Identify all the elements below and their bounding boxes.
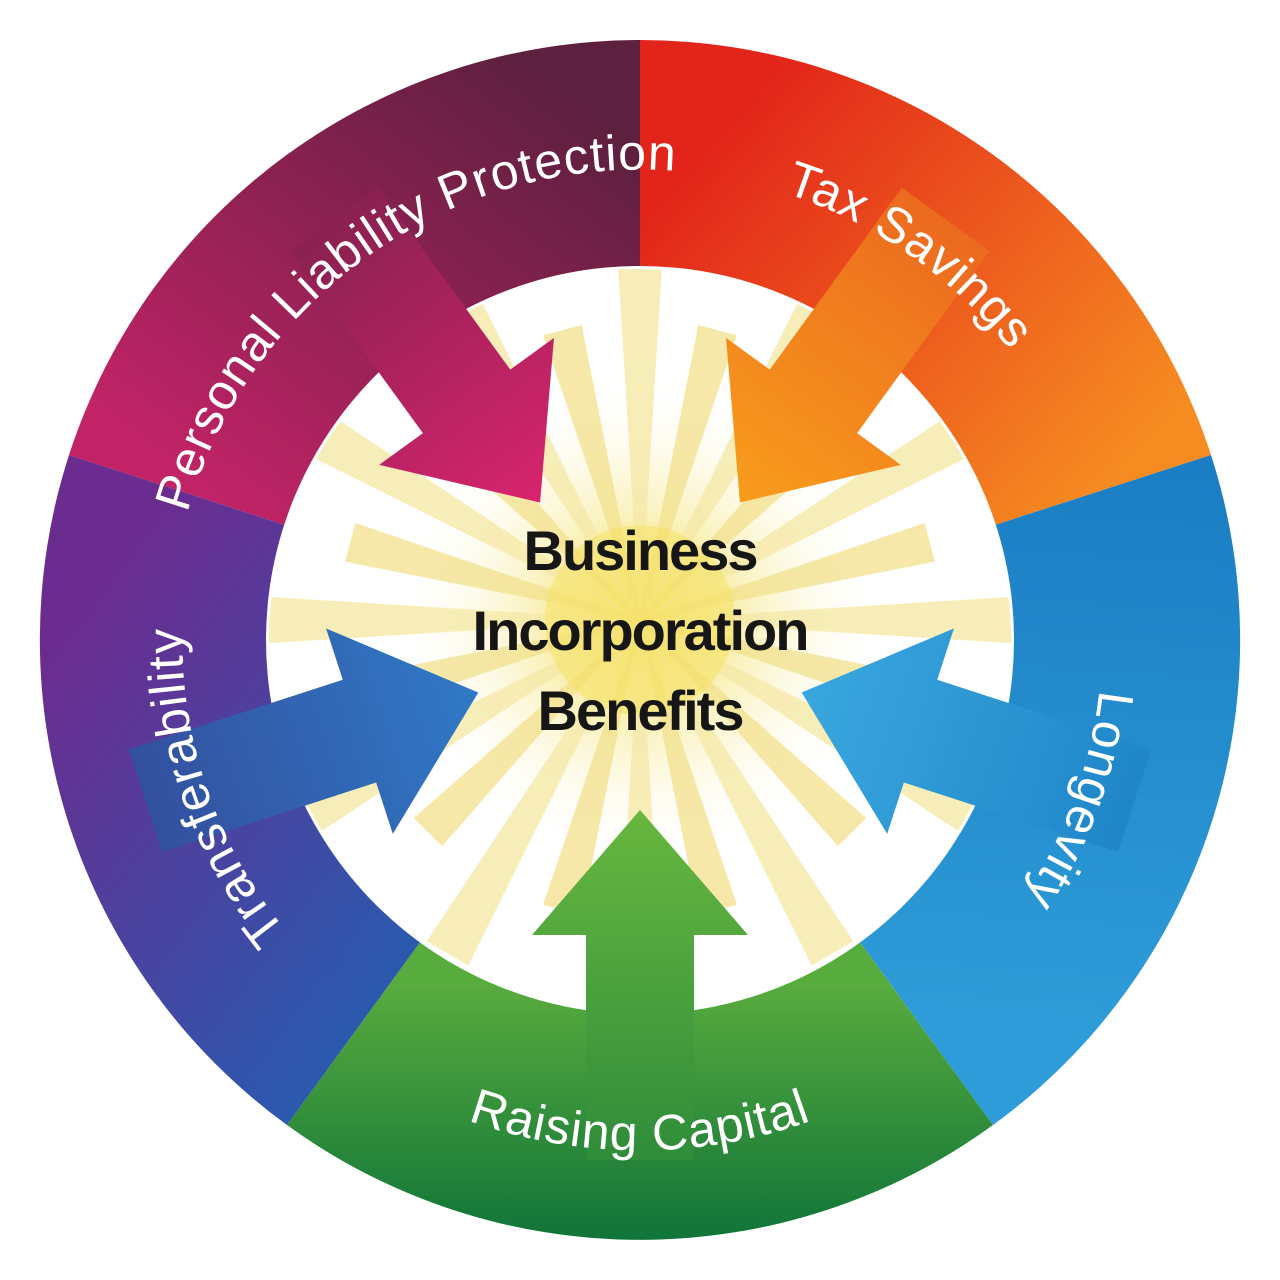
arrow-tax-savings-icon bbox=[726, 187, 990, 503]
center-title: Business Incorporation Benefits bbox=[473, 519, 810, 742]
center-title-line-3: Benefits bbox=[538, 679, 743, 742]
center-title-line-2: Incorporation bbox=[473, 599, 808, 662]
benefit-arrows bbox=[128, 187, 1152, 1160]
arrow-longevity-icon bbox=[801, 628, 1152, 853]
center-title-line-1: Business bbox=[524, 519, 757, 582]
arrow-personal-liability-icon bbox=[290, 187, 554, 503]
arrow-transferability-icon bbox=[128, 628, 479, 853]
arrow-raising-capital-icon bbox=[532, 810, 748, 1160]
sunburst-core bbox=[545, 525, 735, 715]
